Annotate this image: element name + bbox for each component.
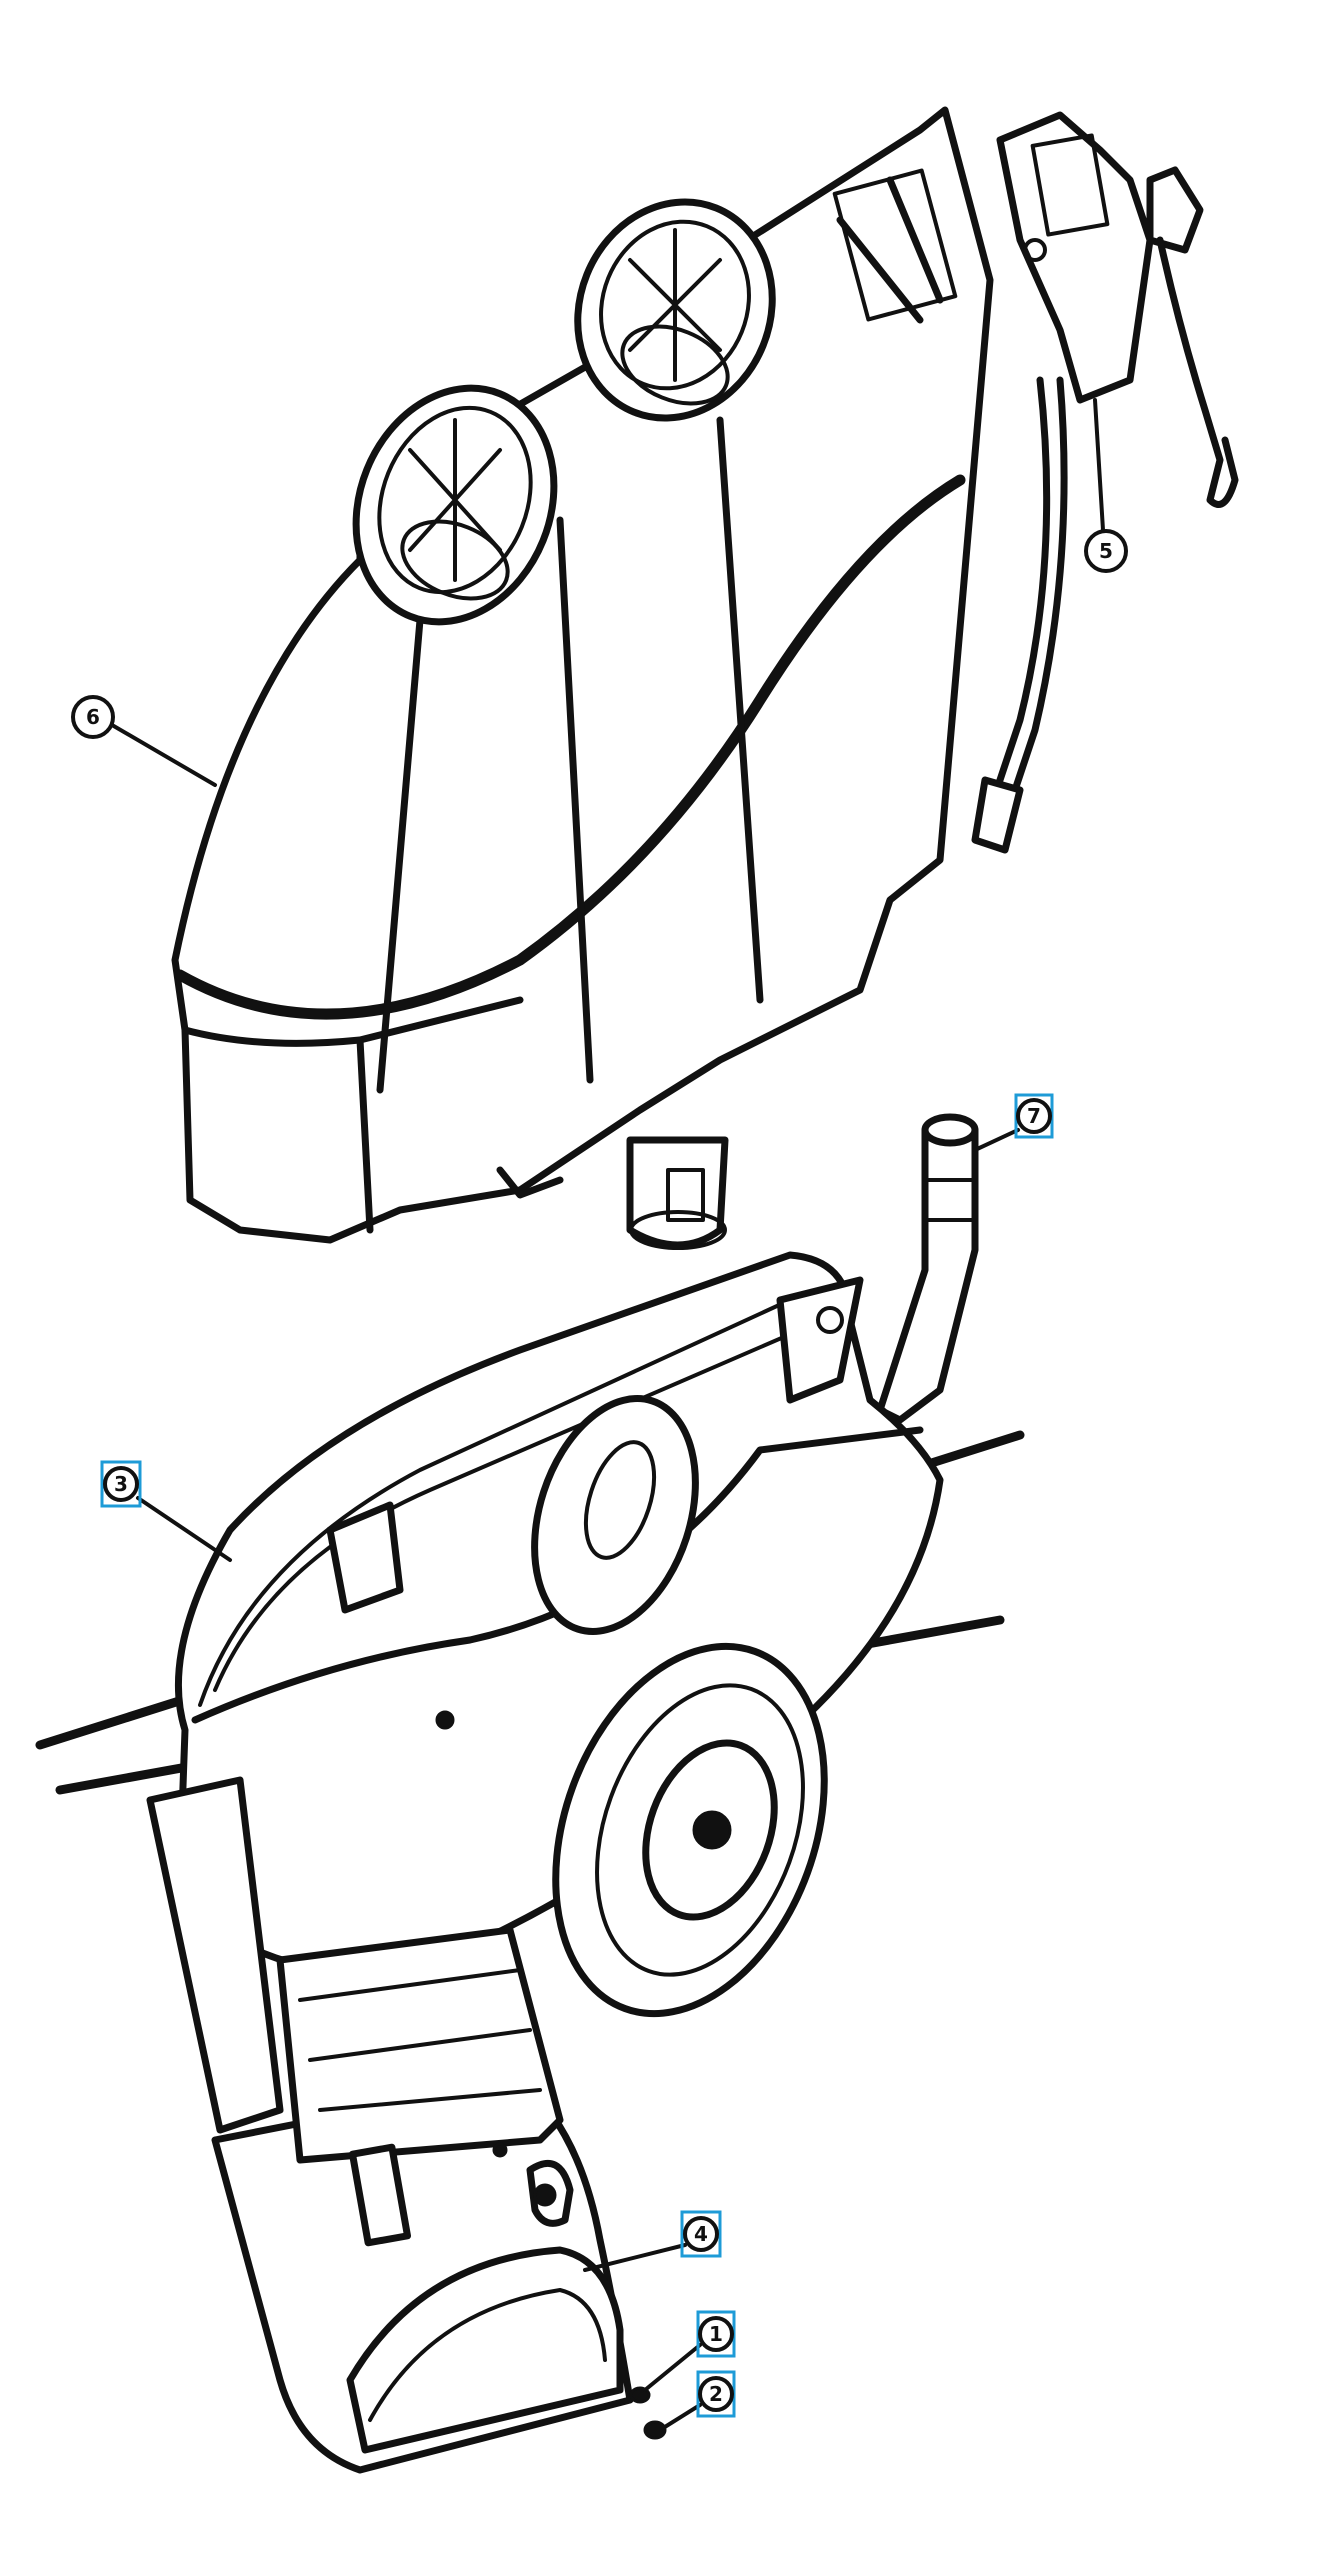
- base-plate: [146, 1776, 667, 2474]
- hose-fitting: [876, 1113, 979, 1424]
- callout-6: 6: [71, 695, 217, 787]
- svg-text:1: 1: [709, 2322, 723, 2346]
- svg-text:4: 4: [694, 2222, 708, 2246]
- svg-text:5: 5: [1099, 539, 1113, 563]
- callout-3: 3: [100, 1460, 232, 1562]
- callout-4: 4: [583, 2210, 722, 2272]
- wheel: [552, 1642, 828, 2018]
- callout-5: 5: [1084, 398, 1128, 573]
- callout-4-highlight: [680, 2210, 722, 2258]
- callout-3-highlight: [100, 1460, 142, 1508]
- svg-text:7: 7: [1027, 1104, 1041, 1128]
- callout-7: 7: [973, 1093, 1054, 1152]
- upper-tank: [171, 106, 994, 1250]
- callout-2: 2: [658, 2370, 736, 2432]
- tank-drain-fitting: [626, 1136, 729, 1250]
- main-body: [35, 1251, 1025, 2018]
- svg-text:2: 2: [709, 2382, 723, 2406]
- filler-cap-left: [352, 384, 558, 626]
- svg-text:6: 6: [86, 705, 100, 729]
- svg-text:3: 3: [114, 1472, 128, 1496]
- switch-assembly: [971, 111, 1239, 854]
- filler-cap-right: [574, 198, 776, 422]
- callout-1: 1: [643, 2310, 736, 2392]
